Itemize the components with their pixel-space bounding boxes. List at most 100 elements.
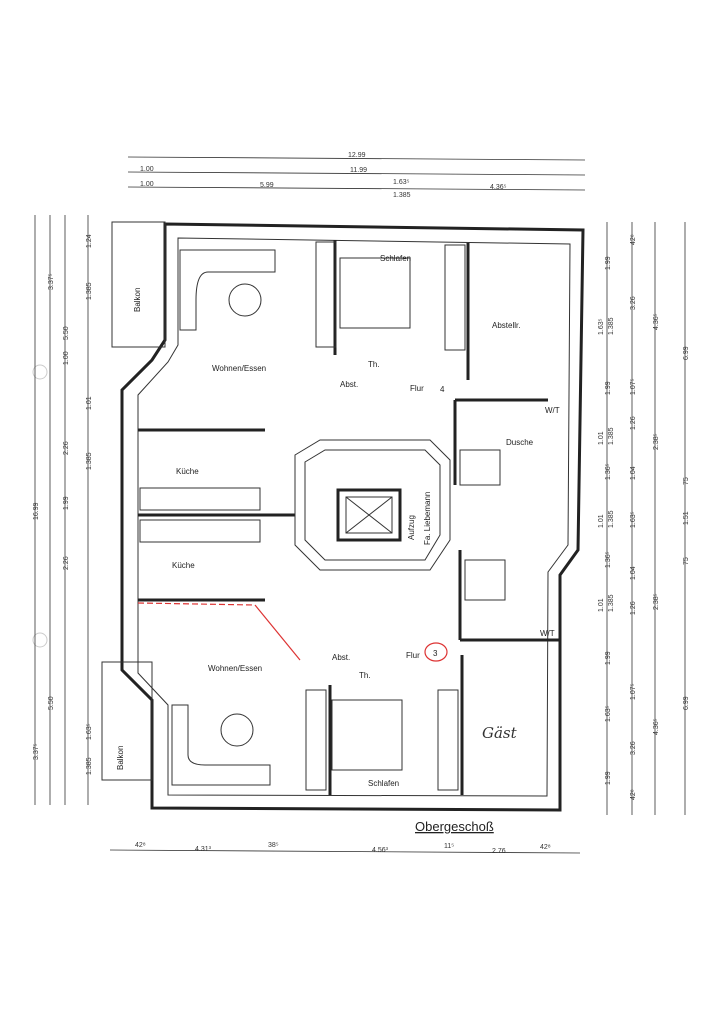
svg-text:2.26: 2.26 [63,441,70,455]
svg-text:1.385: 1.385 [608,510,615,528]
table-top [228,283,262,317]
svg-text:11⁵: 11⁵ [444,843,454,850]
room-abst-bottom: Abst. [332,653,350,662]
room-flur-bottom: Flur [406,651,420,660]
kitchen-counter-top [139,487,261,511]
room-th-bottom: Th. [359,671,371,680]
svg-text:38⁵: 38⁵ [268,842,279,849]
svg-text:1.385: 1.385 [86,282,93,300]
svg-text:2.76: 2.76 [492,848,506,855]
kitchen-counter-bottom [139,519,261,543]
svg-text:1.63⁵: 1.63⁵ [630,511,637,528]
svg-text:1.07⁵: 1.07⁵ [630,378,637,395]
svg-text:1.07⁵: 1.07⁵ [630,683,637,700]
svg-text:5.99: 5.99 [260,182,274,189]
svg-text:1.00: 1.00 [140,166,154,173]
svg-text:4.36⁵: 4.36⁵ [490,184,507,191]
right-dimensions: 1.99 1.63⁵ 1.385 1.99 1.01 1.385 1.36⁵ 1… [598,222,690,815]
room-schlafen-top: Schlafen [380,254,411,263]
svg-text:1.385: 1.385 [608,427,615,445]
sofa-bottom [171,704,271,786]
svg-text:75: 75 [683,477,690,485]
svg-text:1.26: 1.26 [630,416,637,430]
svg-text:12.99: 12.99 [348,152,366,159]
room-kueche-top: Küche [176,467,199,476]
top-dimensions: 12.99 1.00 11.99 1.00 5.99 1.63⁵ 1.385 4… [127,152,586,199]
room-wohnen-bottom: Wohnen/Essen [208,664,262,673]
svg-text:3.26: 3.26 [630,741,637,755]
balcony-bottom [101,661,153,781]
svg-text:1.385: 1.385 [608,317,615,335]
room-wohnen-top: Wohnen/Essen [212,364,266,373]
svg-text:1.63⁵: 1.63⁵ [393,179,410,186]
svg-text:3.37⁵: 3.37⁵ [33,743,40,760]
svg-text:1.99: 1.99 [605,381,612,395]
svg-text:1.24: 1.24 [86,234,93,248]
room-balkon-top: Balkon [133,288,142,312]
svg-text:4.31³: 4.31³ [195,846,212,853]
svg-text:6.99: 6.99 [683,696,690,710]
room-dusche: Dusche [506,438,534,447]
svg-text:16.99: 16.99 [33,502,40,520]
svg-text:1.04: 1.04 [630,466,637,480]
sofa-top [179,249,276,331]
room-balkon-bottom: Balkon [116,746,125,770]
svg-text:1.385: 1.385 [393,192,411,199]
svg-text:1.01: 1.01 [598,598,605,612]
bottom-dimensions: 42⁸ 4.31³ 38⁵ 4.56³ 11⁵ 2.76 42⁸ [109,842,581,855]
svg-text:42⁸: 42⁸ [630,789,637,800]
svg-text:1.99: 1.99 [63,496,70,510]
svg-text:4.36⁵: 4.36⁵ [653,718,660,735]
svg-text:5.50: 5.50 [48,696,55,710]
svg-text:1.01: 1.01 [598,431,605,445]
room-schlafen-bottom: Schlafen [368,779,399,788]
svg-text:42⁸: 42⁸ [135,842,146,849]
svg-text:5.50: 5.50 [63,326,70,340]
svg-text:1.36⁵: 1.36⁵ [605,551,612,568]
svg-text:4.56³: 4.56³ [372,847,389,854]
svg-text:1.385: 1.385 [608,594,615,612]
svg-text:42⁸: 42⁸ [540,844,551,851]
elevator-label: Aufzug [407,515,416,540]
outer-walls [101,221,585,812]
room-kueche-bottom: Küche [172,561,195,570]
svg-text:1.04: 1.04 [630,566,637,580]
table-bottom [220,713,254,747]
svg-text:3.37⁵: 3.37⁵ [48,273,55,290]
room-abst-top: Abst. [340,380,358,389]
svg-text:75: 75 [683,557,690,565]
svg-text:1.63⁵: 1.63⁵ [598,318,605,335]
svg-text:1.99: 1.99 [605,771,612,785]
svg-text:1.63⁵: 1.63⁵ [86,723,93,740]
left-dimensions: 16.99 3.37⁵ 5.50 1.00 2.26 1.99 2.26 5.5… [33,215,93,805]
elevator-firm: Fa. Liebemann [423,492,432,545]
svg-text:1.385: 1.385 [86,452,93,470]
room-th-top: Th. [368,360,380,369]
svg-text:4.36⁵: 4.36⁵ [653,313,660,330]
svg-text:42⁸: 42⁸ [630,234,637,245]
svg-text:3.26: 3.26 [630,296,637,310]
interior-walls [138,240,560,795]
svg-text:2.26: 2.26 [63,556,70,570]
room-flur-top-number: 4 [440,385,445,394]
room-wt-top: W/T [545,406,560,415]
red-markings [137,602,448,662]
svg-text:1.63⁵: 1.63⁵ [605,705,612,722]
svg-text:1.00: 1.00 [140,181,154,188]
svg-text:1.36⁵: 1.36⁵ [605,463,612,480]
balcony-top [111,221,166,348]
svg-text:1.01: 1.01 [86,396,93,410]
handwritten-guest-label: Gäst [482,724,518,742]
svg-text:2.38⁵: 2.38⁵ [653,433,660,450]
svg-text:6.99: 6.99 [683,346,690,360]
svg-text:1.26: 1.26 [630,601,637,615]
svg-text:1.99: 1.99 [605,651,612,665]
svg-text:1.00: 1.00 [63,351,70,365]
punch-hole [32,364,48,380]
svg-text:1.99: 1.99 [605,256,612,270]
svg-text:1.01: 1.01 [598,514,605,528]
svg-text:2.38⁵: 2.38⁵ [653,593,660,610]
floor-title: Obergeschoß [415,819,494,834]
room-abstell: Abstellr. [492,321,520,330]
